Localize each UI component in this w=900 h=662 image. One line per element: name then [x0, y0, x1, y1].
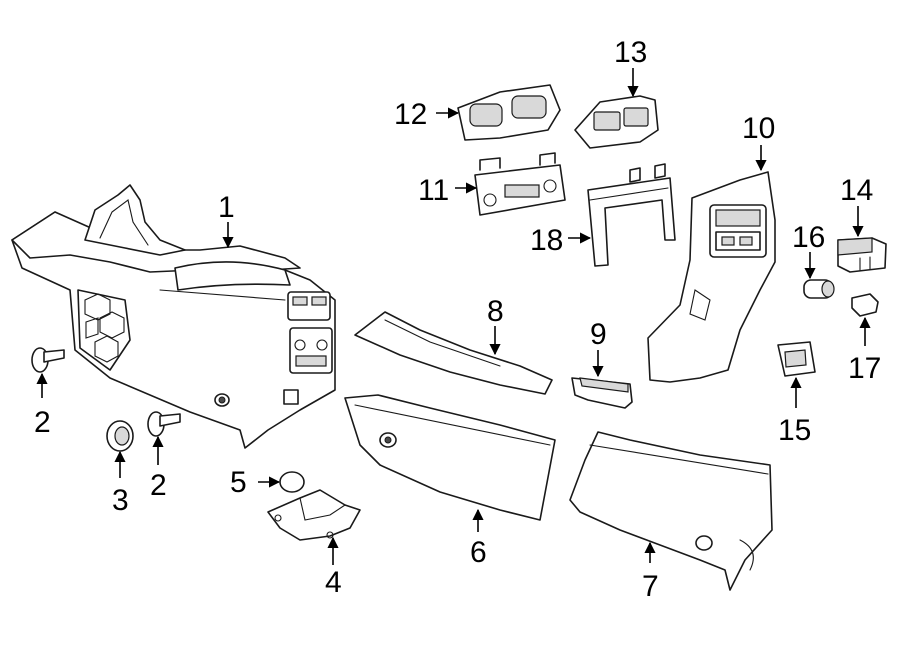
part-16-outlet	[803, 279, 835, 299]
callout-14: 14	[840, 174, 873, 207]
callout-8: 8	[487, 295, 504, 328]
part-9-small-trim	[571, 377, 633, 409]
callout-16: 16	[792, 221, 825, 254]
callout-7: 7	[642, 570, 659, 603]
part-17-cap	[851, 293, 879, 317]
part-10-rear-panel	[647, 171, 776, 383]
part-14-switch	[837, 237, 887, 273]
part-2-fastener-left	[31, 347, 65, 373]
part-15-clip	[777, 341, 816, 377]
part-18-bracket-frame	[587, 163, 676, 267]
callout-13: 13	[614, 36, 647, 69]
part-4-bracket	[267, 489, 361, 541]
callout-17: 17	[848, 352, 881, 385]
callout-leaders	[36, 68, 871, 565]
callout-10: 10	[742, 112, 775, 145]
callout-4: 4	[325, 566, 342, 599]
part-2-fastener-right	[147, 411, 181, 437]
callout-15: 15	[778, 414, 811, 447]
callout-3: 3	[112, 484, 129, 517]
part-13-switch-housing	[574, 95, 659, 149]
part-3-cap	[106, 420, 134, 452]
part-8-trim-strip	[354, 311, 553, 395]
part-6-side-panel	[344, 394, 556, 521]
callout-2-right: 2	[150, 469, 167, 502]
callout-18: 18	[530, 224, 563, 257]
callout-9: 9	[590, 318, 607, 351]
part-1-console-assembly	[11, 184, 336, 449]
callout-2-left: 2	[34, 406, 51, 439]
callout-1: 1	[218, 191, 235, 224]
part-12-vent-bezel	[457, 84, 561, 141]
callout-11: 11	[418, 174, 449, 207]
callout-12: 12	[394, 98, 427, 131]
callout-5: 5	[230, 466, 247, 499]
part-7-side-panel	[569, 431, 773, 591]
callout-6: 6	[470, 536, 487, 569]
part-11-control-module	[474, 152, 566, 216]
callout-labels: 1 2 2 3 4 5 6 7 8 9 10 11 12 13 14 15 16…	[34, 36, 881, 603]
part-5-plug	[279, 471, 305, 493]
